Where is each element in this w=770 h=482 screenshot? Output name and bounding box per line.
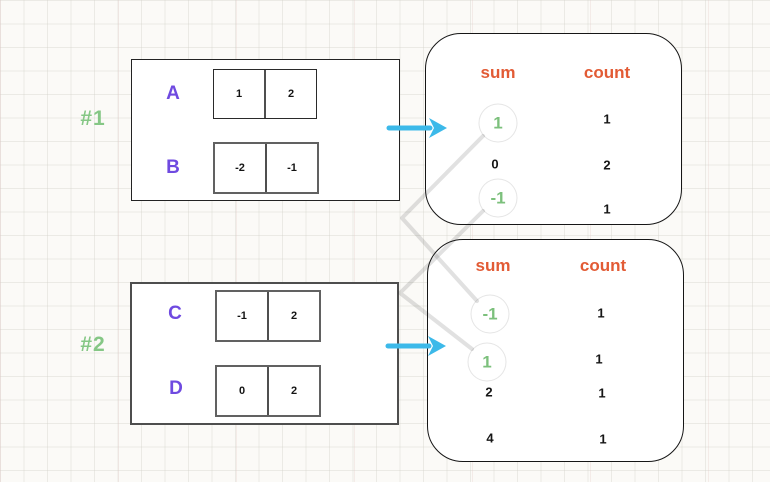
array-b-label: B: [166, 157, 180, 178]
count-value: 1: [595, 351, 603, 367]
example2-array-box: C -1 2 D 0 2: [130, 282, 399, 425]
example1-array-box: A 1 2 B -2 -1: [131, 59, 400, 201]
array-a-cells: 1 2: [213, 69, 317, 119]
example2-result-box: sum count -1 1 1 1 2 1 4 1: [427, 239, 684, 462]
sum-value-circled: 1: [467, 342, 507, 382]
sum-value-circled: 1: [478, 103, 518, 143]
count-value: 1: [598, 385, 606, 401]
array-cell: 2: [264, 70, 316, 118]
sum-value: 2: [485, 384, 493, 400]
count-column-header: count: [583, 63, 631, 82]
sum-column-header: sum: [480, 63, 516, 82]
example1-label: #1: [80, 107, 106, 130]
example2-label: #2: [80, 333, 106, 356]
sum-value: 4: [486, 430, 494, 446]
sum-value: 0: [491, 156, 499, 172]
array-a-label: A: [166, 83, 180, 104]
array-cell: -1: [265, 144, 317, 192]
example1-result-box: sum count 1 1 0 2 -1 1: [425, 33, 682, 225]
sum-column-header: sum: [475, 256, 511, 275]
array-cell: 2: [267, 292, 319, 340]
array-cell: -1: [237, 310, 247, 322]
array-b-cells: -2 -1: [213, 142, 319, 194]
count-value: 2: [603, 157, 611, 173]
count-value: 1: [603, 201, 611, 217]
array-cell: -2: [235, 162, 245, 174]
count-column-header: count: [579, 256, 627, 275]
array-cell: 1: [235, 88, 243, 100]
count-value: 1: [599, 431, 607, 447]
array-d-cells: 0 2: [215, 365, 321, 417]
array-cell: 2: [267, 367, 319, 415]
array-d-label: D: [169, 378, 183, 399]
count-value: 1: [603, 111, 611, 127]
array-c-cells: -1 2: [215, 290, 321, 342]
sum-value-circled: -1: [470, 294, 510, 334]
count-value: 1: [597, 305, 605, 321]
array-cell: 0: [238, 385, 246, 397]
sum-value-circled: -1: [478, 178, 518, 218]
array-c-label: C: [168, 303, 182, 324]
